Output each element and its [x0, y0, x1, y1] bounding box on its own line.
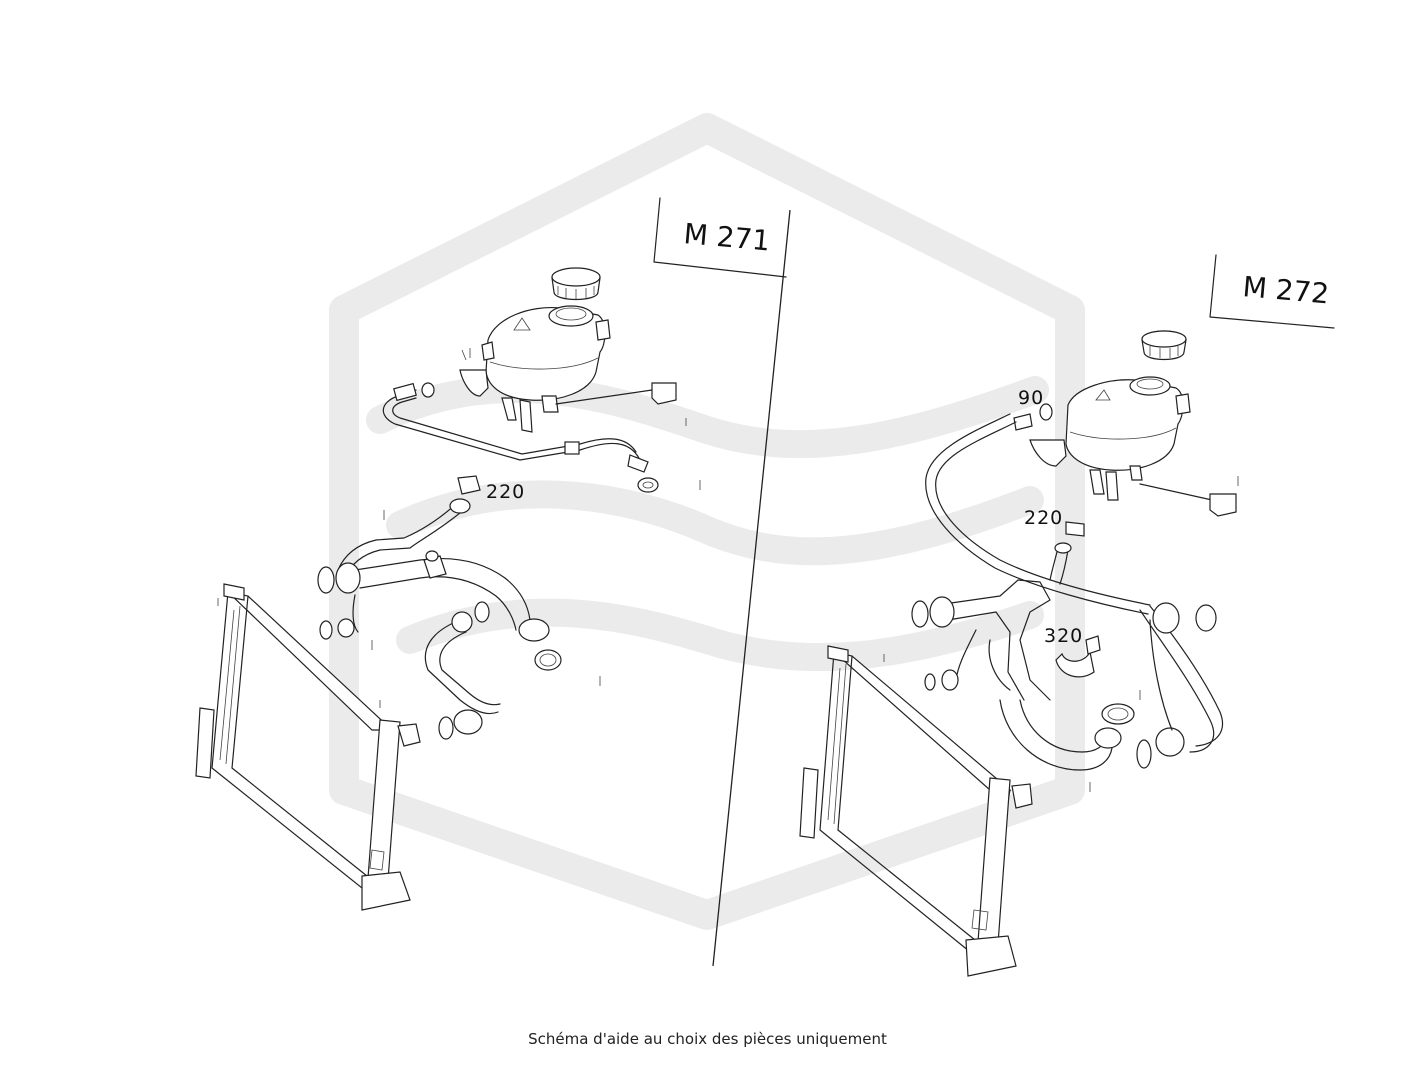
- radiator-left: [195, 583, 421, 911]
- clip-220-left: 220: [457, 475, 525, 503]
- expansion-tank-right: [1029, 376, 1237, 517]
- watermark-logo: [329, 113, 1085, 930]
- svg-text:220: 220: [486, 481, 525, 503]
- main-hose-assembly-right: [911, 579, 1224, 771]
- svg-text:220: 220: [1024, 507, 1063, 529]
- engine-label-m271: M 271: [653, 197, 787, 278]
- clip-220-right: 220: [1024, 507, 1085, 585]
- bleed-hose: [382, 382, 659, 493]
- upper-hose-assembly: [317, 498, 562, 671]
- clip-320: 320: [1044, 625, 1101, 678]
- svg-text:M 271: M 271: [682, 217, 771, 257]
- radiator-right: [799, 645, 1033, 977]
- long-hose-right: [925, 413, 1151, 615]
- m271-assembly: 220: [195, 267, 701, 911]
- svg-text:320: 320: [1044, 625, 1083, 647]
- diagram-caption: Schéma d'aide au choix des pièces unique…: [528, 1030, 887, 1048]
- expansion-tank: [459, 305, 677, 433]
- svg-text:M 272: M 272: [1241, 270, 1330, 310]
- m272-assembly: 90 220: [799, 330, 1239, 977]
- engine-label-m272: M 272: [1209, 254, 1335, 329]
- expansion-tank-cap: [551, 267, 601, 301]
- clip-90: 90: [1013, 387, 1053, 431]
- lower-hose: [424, 601, 501, 740]
- divider-line: [712, 209, 791, 967]
- expansion-tank-cap-right: [1141, 330, 1187, 361]
- svg-text:90: 90: [1018, 387, 1044, 409]
